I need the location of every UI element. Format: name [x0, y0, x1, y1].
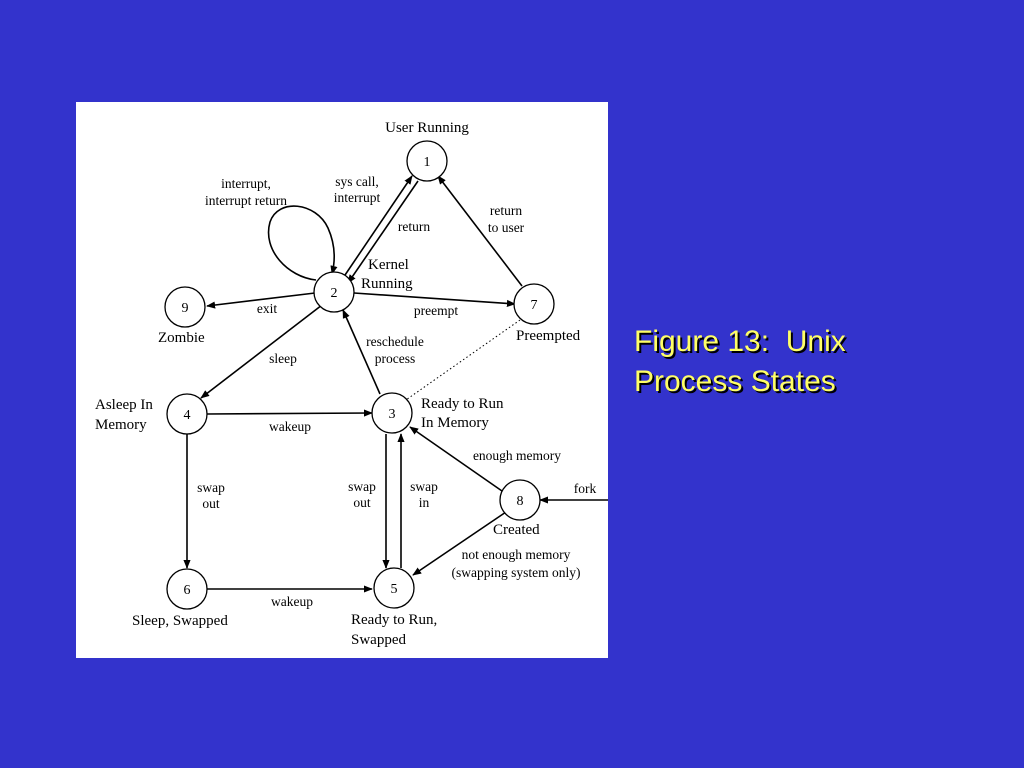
label-exit: exit — [257, 301, 277, 316]
label-ready-memory-1: Ready to Run — [421, 396, 504, 412]
label-swap-out-left-2: out — [202, 496, 220, 511]
svg-text:2: 2 — [331, 286, 338, 301]
state-node-1: 1 — [406, 140, 448, 182]
svg-text:1: 1 — [424, 155, 431, 170]
svg-text:6: 6 — [184, 583, 191, 598]
label-swap-out-mid-1: swap — [348, 479, 376, 494]
label-created: Created — [493, 522, 540, 538]
state-node-2: 2 — [313, 271, 355, 313]
edge-dotted-preempted-ready — [402, 319, 521, 403]
label-sleep-swapped: Sleep, Swapped — [132, 613, 228, 629]
label-wakeup-swapped: wakeup — [271, 594, 313, 609]
label-reschedule-1: reschedule — [366, 334, 424, 349]
state-node-5: 5 — [373, 567, 415, 609]
state-node-6: 6 — [166, 568, 208, 610]
label-preempted: Preempted — [516, 328, 581, 344]
label-ready-swapped-1: Ready to Run, — [351, 612, 437, 628]
edge-preempt — [353, 292, 516, 308]
label-preempt: preempt — [414, 303, 458, 318]
label-sleep: sleep — [269, 351, 297, 366]
caption-line-2: Process States — [634, 365, 836, 398]
label-not-enough-memory-2: (swapping system only) — [452, 565, 581, 580]
edge-return — [347, 180, 419, 284]
edge-interrupt-loop — [267, 205, 338, 281]
label-interrupt-1: interrupt, — [221, 176, 271, 191]
svg-text:8: 8 — [517, 494, 524, 509]
edge-not-enough-memory — [412, 511, 507, 576]
state-node-4: 4 — [166, 393, 208, 435]
state-node-7: 7 — [513, 283, 555, 325]
label-syscall-1: sys call, — [335, 174, 379, 189]
state-node-9: 9 — [164, 286, 206, 328]
label-return-to-user-2: to user — [488, 220, 525, 235]
slide-caption: Figure 13: Unix Process States — [634, 322, 1014, 402]
svg-text:4: 4 — [184, 408, 191, 423]
label-return: return — [398, 219, 430, 234]
state-node-3: 3 — [371, 392, 413, 434]
label-syscall-2: interrupt — [334, 190, 381, 205]
label-ready-swapped-2: Swapped — [351, 632, 406, 648]
label-reschedule-2: process — [375, 351, 416, 366]
label-swap-in-2: in — [419, 495, 430, 510]
label-swap-out-left-1: swap — [197, 480, 225, 495]
label-enough-memory: enough memory — [473, 448, 561, 463]
caption-line-1: Figure 13: Unix — [634, 325, 846, 358]
edge-exit — [206, 292, 316, 309]
label-interrupt-2: interrupt return — [205, 193, 287, 208]
label-asleep-2: Memory — [95, 417, 147, 433]
label-ready-memory-2: In Memory — [421, 415, 489, 431]
label-swap-out-mid-2: out — [353, 495, 371, 510]
state-node-8: 8 — [499, 479, 541, 521]
label-wakeup-memory: wakeup — [269, 419, 311, 434]
edge-reschedule — [342, 309, 381, 395]
label-kernel-running-1: Kernel — [368, 257, 409, 273]
state-diagram-svg: 1 2 9 7 4 3 8 6 — [95, 120, 608, 648]
label-kernel-running-2: Running — [361, 276, 413, 292]
svg-text:3: 3 — [389, 407, 396, 422]
edge-return-to-user — [437, 175, 523, 287]
edge-enough-memory — [409, 426, 503, 492]
svg-text:5: 5 — [391, 582, 398, 597]
label-user-running: User Running — [385, 120, 469, 136]
label-not-enough-memory-1: not enough memory — [462, 547, 571, 562]
edge-sleep — [200, 304, 323, 399]
svg-text:9: 9 — [182, 301, 189, 316]
label-asleep-1: Asleep In — [95, 397, 153, 413]
label-swap-in-1: swap — [410, 479, 438, 494]
svg-text:7: 7 — [531, 298, 538, 313]
process-state-diagram: 1 2 9 7 4 3 8 6 — [76, 102, 608, 658]
label-fork: fork — [574, 481, 597, 496]
edge-syscall — [342, 175, 413, 279]
label-return-to-user-1: return — [490, 203, 522, 218]
edge-wakeup-memory — [206, 409, 373, 417]
label-zombie: Zombie — [158, 330, 205, 346]
